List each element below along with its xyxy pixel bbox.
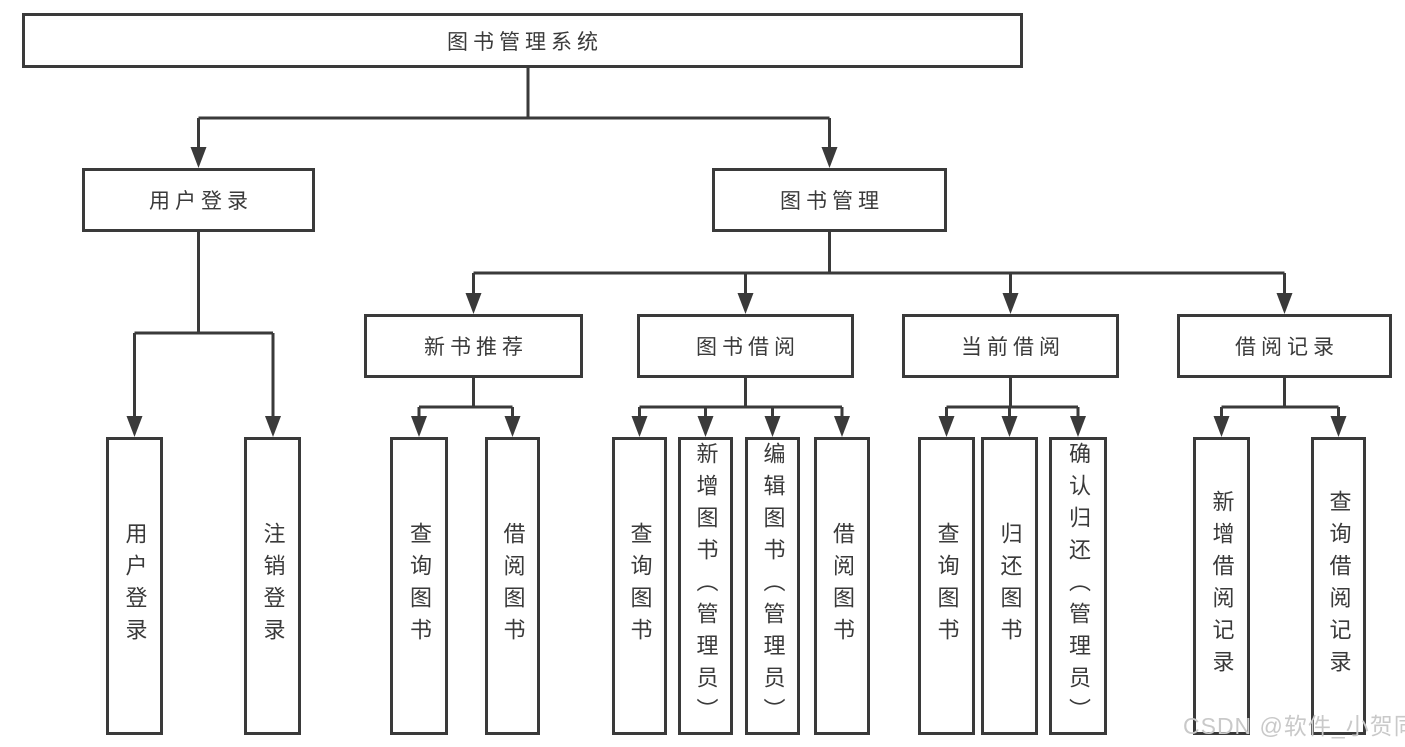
leaf-query-books-current: 查询图书 [918, 437, 975, 735]
leaf-user-login: 用户登录 [106, 437, 163, 735]
leaf-add-books-admin-label: 新增图书（管理员） [693, 442, 719, 730]
leaf-borrow-books-recommend: 借阅图书 [485, 437, 540, 735]
leaf-query-books-borrowing: 查询图书 [612, 437, 667, 735]
leaf-query-books-borrowing-label: 查询图书 [627, 522, 653, 650]
leaf-add-borrow-record-label: 新增借阅记录 [1209, 490, 1235, 682]
node-current-borrowing: 当前借阅 [902, 314, 1119, 378]
leaf-confirm-return-admin-label: 确认归还（管理员） [1066, 442, 1091, 730]
leaf-return-books: 归还图书 [981, 437, 1038, 735]
leaf-query-borrow-record: 查询借阅记录 [1311, 437, 1366, 735]
watermark: CSDN @软件_小贺同学 [1183, 713, 1405, 739]
node-book-borrowing: 图书借阅 [637, 314, 854, 378]
leaf-query-books-recommend-label: 查询图书 [407, 522, 432, 650]
leaf-query-books-current-label: 查询图书 [934, 522, 960, 650]
leaf-add-books-admin: 新增图书（管理员） [678, 437, 733, 735]
leaf-add-borrow-record: 新增借阅记录 [1193, 437, 1250, 735]
leaf-return-books-label: 归还图书 [997, 522, 1023, 650]
node-borrowing-records: 借阅记录 [1177, 314, 1392, 378]
leaf-query-borrow-record-label: 查询借阅记录 [1326, 490, 1352, 682]
leaf-borrow-books-borrowing-label: 借阅图书 [830, 522, 855, 650]
leaf-logout: 注销登录 [244, 437, 301, 735]
leaf-borrow-books-borrowing: 借阅图书 [814, 437, 870, 735]
node-book-management: 图书管理 [712, 168, 947, 232]
leaf-confirm-return-admin: 确认归还（管理员） [1049, 437, 1107, 735]
node-new-book-recommend: 新书推荐 [364, 314, 583, 378]
leaf-query-books-recommend: 查询图书 [390, 437, 448, 735]
leaf-borrow-books-recommend-label: 借阅图书 [500, 522, 526, 650]
node-user-login: 用户登录 [82, 168, 315, 232]
node-library-management-system: 图书管理系统 [22, 13, 1023, 68]
leaf-edit-books-admin-label: 编辑图书（管理员） [760, 442, 786, 730]
leaf-logout-label: 注销登录 [260, 522, 286, 650]
leaf-user-login-label: 用户登录 [122, 522, 148, 650]
leaf-edit-books-admin: 编辑图书（管理员） [745, 437, 800, 735]
